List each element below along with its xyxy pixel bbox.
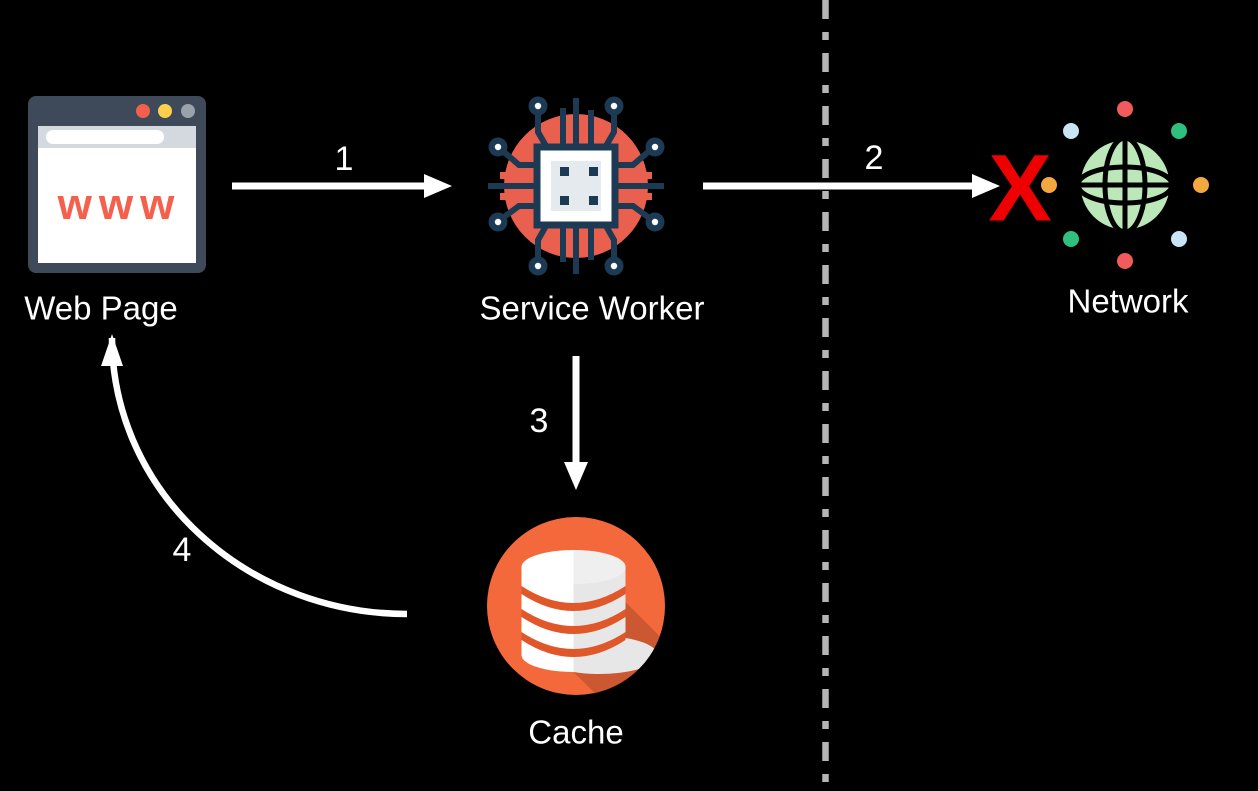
blocked-x-icon: X: [988, 135, 1052, 242]
browser-dot-yellow: [158, 104, 172, 118]
edge-2-arrow: [703, 174, 1000, 198]
browser-www-text: www: [57, 180, 182, 229]
edge-3-arrow: [564, 356, 588, 490]
edge-label-3: 3: [529, 402, 549, 440]
edge-1-arrow: [232, 174, 452, 198]
node-label-cache: Cache: [528, 713, 624, 751]
cache-cylinder: [521, 550, 658, 674]
node-label-web-page: Web Page: [24, 289, 178, 327]
node-label-service-worker: Service Worker: [479, 289, 705, 327]
edges: [101, 174, 1000, 618]
globe-icon: [1041, 101, 1209, 269]
trace-terminals: [488, 96, 665, 276]
browser-dot-red: [136, 104, 150, 118]
edge-label-2: 2: [864, 139, 884, 177]
edge-label-1: 1: [334, 140, 354, 178]
browser-url-pill: [46, 130, 164, 144]
browser-dot-gray: [181, 104, 195, 118]
edge-4-arrow: [101, 334, 408, 618]
cpu-chip-icon: [488, 96, 665, 276]
edge-label-4: 4: [172, 531, 192, 569]
node-label-network: Network: [1067, 282, 1189, 320]
browser-content: [38, 148, 196, 263]
globe-orbit-dots: [1041, 101, 1209, 269]
browser-window-icon: [28, 96, 206, 273]
